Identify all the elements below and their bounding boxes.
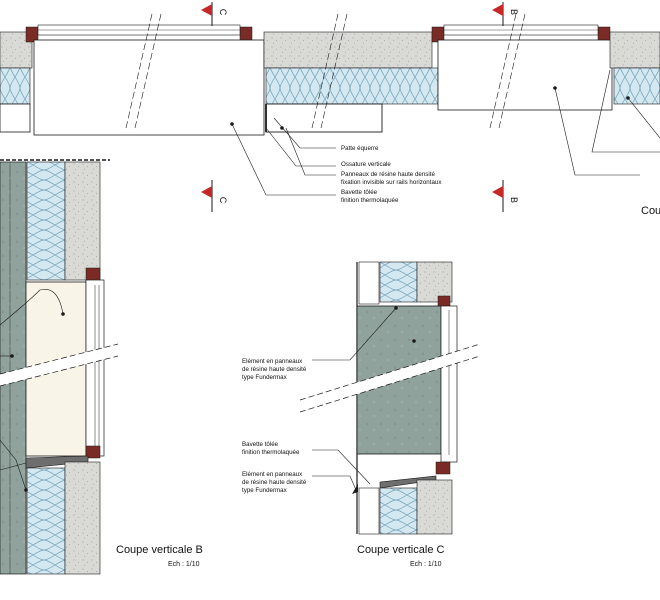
coupe-c-title: Coupe verticale C [357, 544, 444, 556]
plan-wall-concrete-right [609, 31, 660, 69]
coupe-c-element1-line1: Elément en panneaux [242, 358, 303, 365]
coupe-c-frame-bottom [435, 461, 451, 475]
coupe-b-concrete-bottom [64, 461, 101, 575]
section-mark-c-top-label: C [218, 9, 228, 16]
plan-insulation-left [0, 67, 31, 105]
section-mark-b-bottom-label: B [509, 197, 519, 203]
annotation-panneaux-line1: Panneaux de résine haute densité [341, 171, 435, 178]
coupe-c-element1-line3: type Fundermax [242, 374, 288, 381]
coupe-c-scale: Ech : 1/10 [410, 561, 442, 568]
coupe-c-bavette-line1: Bavette tôlée [242, 441, 279, 448]
annotation-bavette-line2: finition thermolaquée [341, 197, 399, 204]
coupe-verticale-c: Elément en panneaux de résine haute dens… [242, 261, 481, 568]
coupe-c-cladding-top [358, 261, 380, 305]
coupe-b-concrete-top [64, 161, 101, 281]
section-mark-c-top: C [201, 2, 228, 26]
coupe-b-title: Coupe verticale B [116, 544, 203, 556]
plan-leaders [231, 69, 660, 196]
plan-cladding-mid [265, 103, 383, 133]
plan-cladding-left [0, 103, 31, 133]
section-mark-b-bottom: B [492, 180, 519, 212]
coupe-b-insulation-top [26, 161, 66, 281]
annotation-ossature-verticale: Ossature verticale [341, 161, 391, 168]
coupe-c-element2-line1: Elément en panneaux [242, 471, 303, 478]
plan-opening [33, 39, 265, 136]
coupe-c-element2-line2: de résine haute densité [242, 479, 307, 486]
coupe-verticale-b: Coupe verticale B Ech : 1/10 [0, 159, 203, 575]
coupe-c-insulation-top [379, 261, 418, 303]
coupe-b-insulation-bottom [26, 467, 66, 575]
section-mark-b-top: B [492, 2, 519, 26]
coupe-c-insulation-bottom [379, 487, 418, 535]
coupe-b-scale: Ech : 1/10 [168, 561, 200, 568]
plan-insulation-mid [265, 67, 439, 105]
coupe-c-element2-line3: type Fundermax [242, 487, 288, 494]
coupe-c-bavette-line2: finition thermolaquée [242, 449, 300, 456]
annotation-panneaux-line2: fixation invisible sur rails horizontaux [341, 179, 442, 186]
section-mark-c-bottom-label: C [218, 197, 228, 204]
coupe-b-panel [0, 161, 27, 575]
annotation-patte-equerre: Patte équerre [341, 145, 379, 152]
coupe-b-frame-bottom [85, 445, 101, 459]
plan-wall-concrete-mid [263, 31, 433, 69]
plan-opening-right [437, 39, 613, 111]
coupe-c-cladding-bottom [358, 487, 380, 535]
cut-off-title: Coup [641, 205, 660, 217]
coupe-c-element1-line2: de résine haute densité [242, 366, 307, 373]
plan-section: C C B B Patte é [0, 2, 660, 217]
coupe-c-concrete-top [416, 261, 453, 303]
section-mark-b-top-label: B [509, 9, 519, 15]
plan-insulation-right [613, 67, 660, 105]
section-mark-c-bottom: C [201, 180, 228, 212]
coupe-c-concrete-bottom [416, 479, 453, 535]
annotation-bavette-line1: Bavette tôlée [341, 189, 378, 196]
